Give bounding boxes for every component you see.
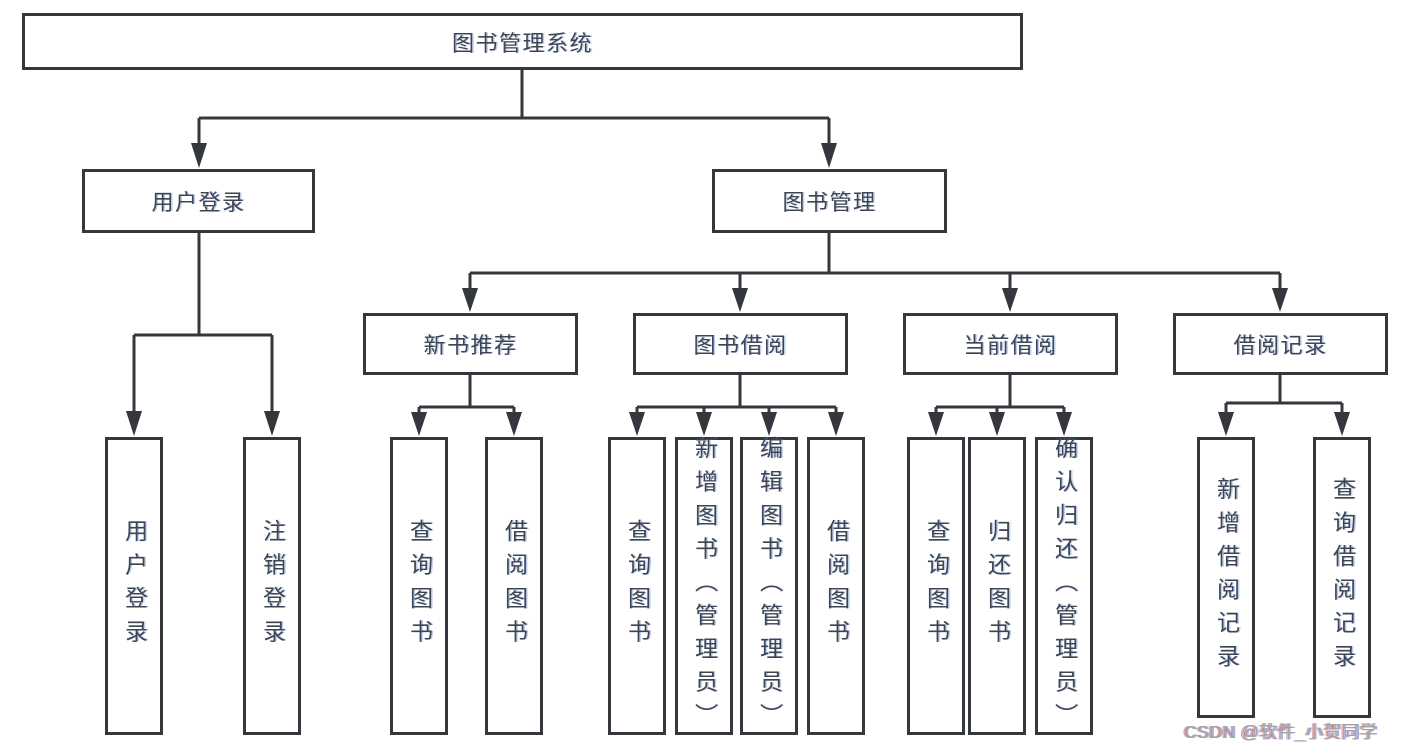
leaf-current-confirm-return-admin: 确认归还（管理员） (1035, 435, 1093, 737)
leaf-records-query-record: 查询借阅记录 (1313, 437, 1371, 718)
leaf-current-query-book: 查询图书 (907, 437, 965, 735)
leaf-borrow-edit-book-admin-label: 编辑图书（管理员） (756, 435, 783, 737)
node-current-borrow-label: 当前借阅 (963, 333, 1058, 358)
leaf-current-return-book-label: 归还图书 (984, 519, 1011, 653)
leaf-current-return-book: 归还图书 (968, 437, 1026, 735)
leaf-borrow-add-book-admin-label: 新增图书（管理员） (691, 435, 718, 737)
leaf-records-add-record-label: 新增借阅记录 (1213, 477, 1240, 678)
node-book-borrow: 图书借阅 (633, 313, 848, 375)
leaf-recommend-borrow-book-label: 借阅图书 (501, 519, 528, 653)
csdn-watermark: CSDN @软件_小贺同学 (1184, 722, 1378, 742)
leaf-borrow-query-book-label: 查询图书 (624, 519, 651, 653)
leaf-borrow-borrow-book: 借阅图书 (807, 437, 865, 735)
node-borrow-records-label: 借阅记录 (1233, 333, 1328, 358)
leaf-logout-label: 注销登录 (259, 519, 286, 653)
node-new-book-recommend: 新书推荐 (363, 313, 578, 375)
node-user-login-label: 用户登录 (151, 190, 246, 215)
leaf-logout: 注销登录 (243, 437, 301, 735)
leaf-user-login-label: 用户登录 (121, 519, 148, 653)
node-current-borrow: 当前借阅 (903, 313, 1118, 375)
leaf-records-query-record-label: 查询借阅记录 (1329, 477, 1356, 678)
leaf-current-confirm-return-admin-label: 确认归还（管理员） (1051, 435, 1078, 737)
leaf-recommend-borrow-book: 借阅图书 (485, 437, 543, 735)
leaf-recommend-query-book-label: 查询图书 (406, 519, 433, 653)
leaf-user-login: 用户登录 (105, 437, 163, 735)
leaf-borrow-edit-book-admin: 编辑图书（管理员） (740, 435, 798, 737)
leaf-borrow-borrow-book-label: 借阅图书 (823, 519, 850, 653)
node-root-label: 图书管理系统 (451, 30, 593, 56)
node-user-login: 用户登录 (82, 169, 315, 233)
node-book-borrow-label: 图书借阅 (693, 333, 788, 358)
node-root-system: 图书管理系统 (22, 13, 1023, 70)
node-new-book-recommend-label: 新书推荐 (423, 333, 518, 358)
node-book-management-label: 图书管理 (782, 190, 877, 215)
leaf-recommend-query-book: 查询图书 (390, 437, 448, 735)
node-book-management: 图书管理 (712, 169, 947, 233)
node-borrow-records: 借阅记录 (1173, 313, 1388, 375)
leaf-borrow-query-book: 查询图书 (608, 437, 666, 735)
leaf-current-query-book-label: 查询图书 (923, 519, 950, 653)
leaf-records-add-record: 新增借阅记录 (1197, 437, 1255, 718)
leaf-borrow-add-book-admin: 新增图书（管理员） (675, 435, 733, 737)
